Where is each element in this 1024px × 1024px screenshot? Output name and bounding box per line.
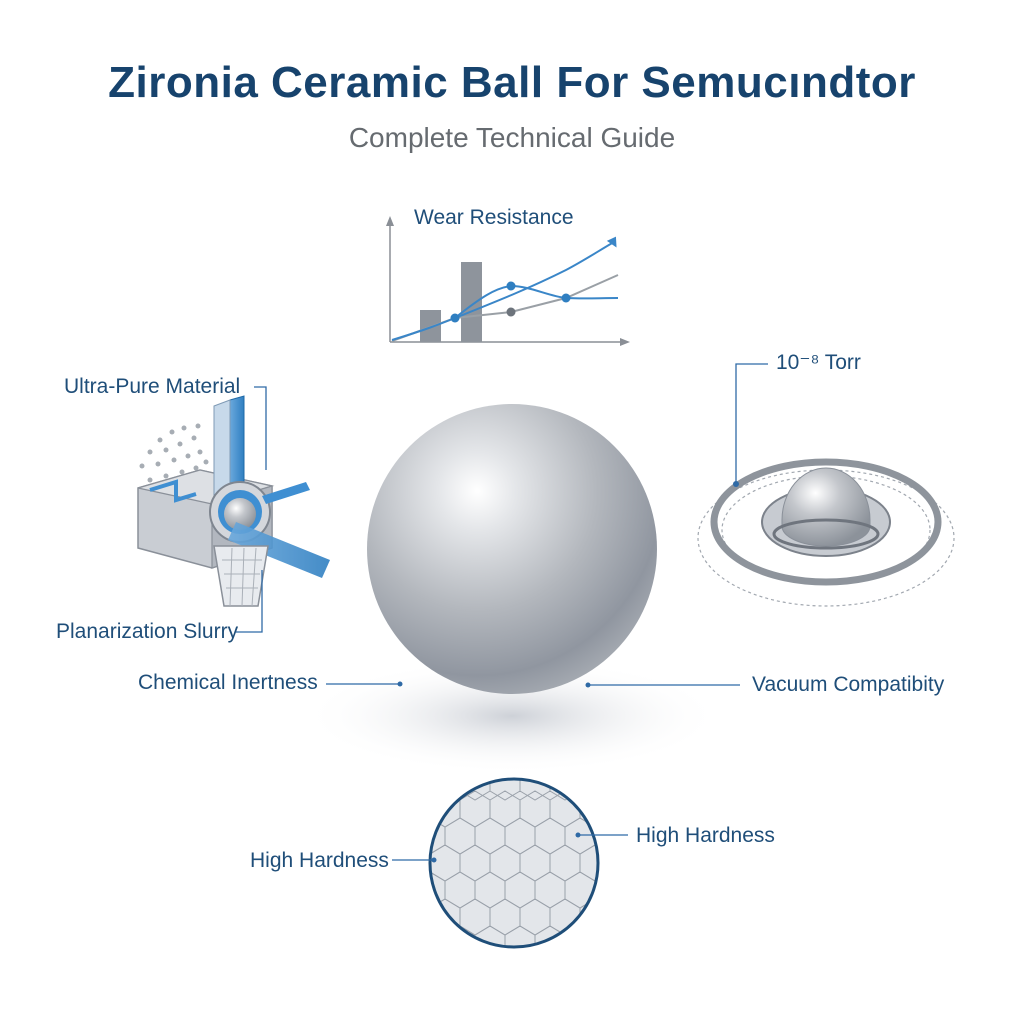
chart-bar-2 xyxy=(461,262,482,342)
label-ultra-pure-material: Ultra-Pure Material xyxy=(64,375,241,398)
planarization-callout-line xyxy=(236,570,263,633)
label-high-hardness-left: High Hardness xyxy=(250,849,389,872)
main-zirconia-sphere xyxy=(367,404,657,694)
chart-point-3 xyxy=(506,307,516,317)
hardness-microstructure xyxy=(428,777,600,949)
chart-blue-arrow xyxy=(606,236,617,248)
label-vacuum-compatibility: Vacuum Compatibity xyxy=(752,673,945,696)
chart-point-1 xyxy=(450,313,460,323)
chart-blue-line-rising xyxy=(454,241,615,319)
torr-callout-line xyxy=(735,363,768,484)
chart-x-axis-arrow xyxy=(620,338,630,346)
main-sphere-shadow xyxy=(302,658,722,774)
planarization-machine-illustration xyxy=(137,395,330,607)
label-planarization-slurry: Planarization Slurry xyxy=(56,620,239,643)
label-vacuum-pressure: 10⁻⁸ Torr xyxy=(776,351,861,374)
vacuum-chamber-illustration xyxy=(697,458,955,607)
label-wear-resistance: Wear Resistance xyxy=(414,206,574,229)
wear-resistance-chart xyxy=(386,216,630,346)
page-subtitle: Complete Technical Guide xyxy=(348,122,676,153)
page-title: Zironia Ceramic Ball For Semucındtor xyxy=(108,58,916,107)
ultra-pure-callout-line xyxy=(254,386,267,470)
chart-point-4 xyxy=(561,293,571,303)
label-chemical-inertness: Chemical Inertness xyxy=(138,671,318,694)
label-high-hardness-right: High Hardness xyxy=(636,824,775,847)
chart-point-2 xyxy=(506,281,516,291)
chart-y-axis-arrow xyxy=(386,216,394,226)
